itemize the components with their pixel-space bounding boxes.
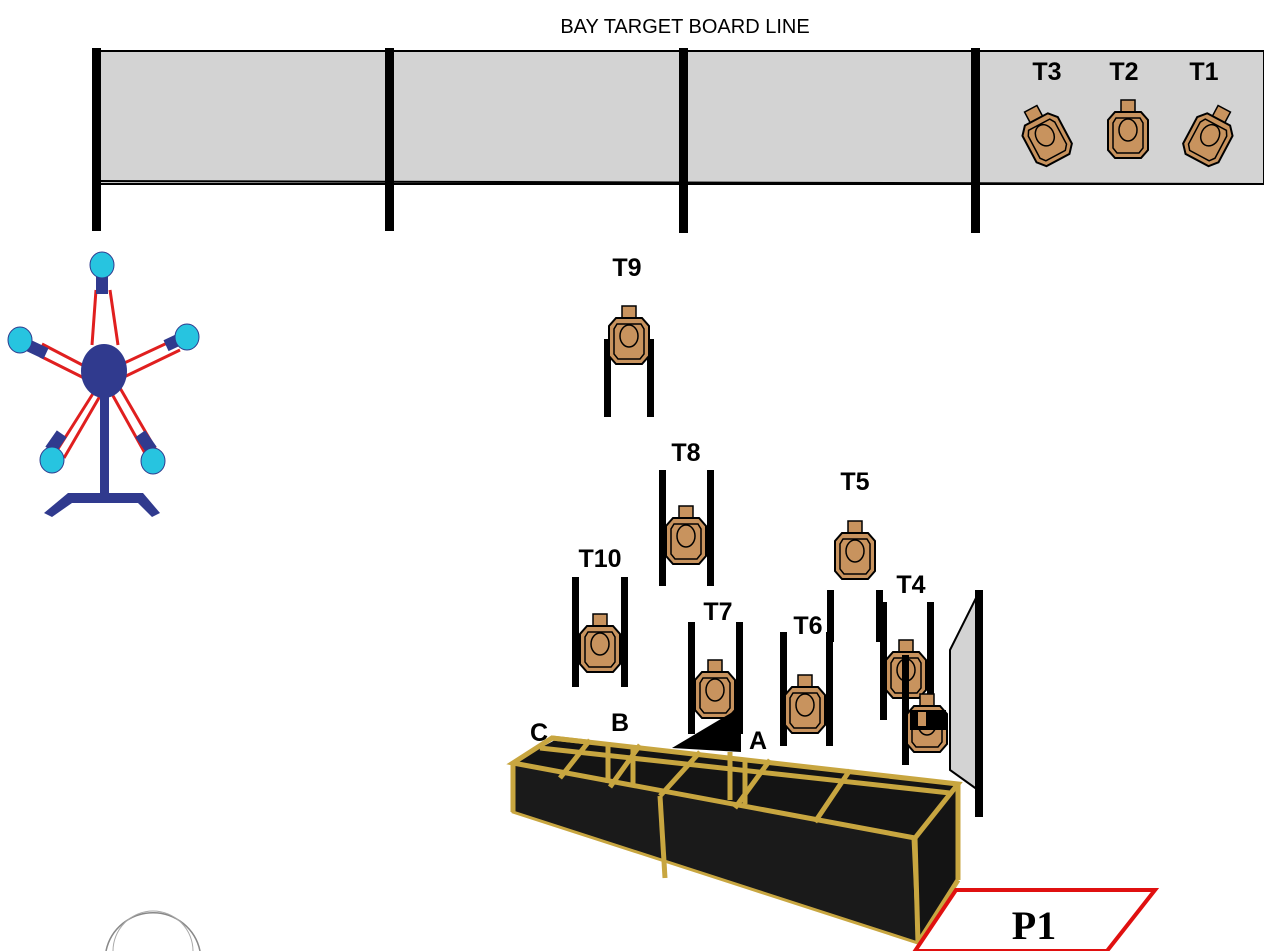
target-label-t5: T5 (840, 468, 869, 496)
port-label-b: B (611, 709, 629, 737)
target-t10 (572, 577, 628, 687)
board-post (385, 48, 394, 231)
target-label-t4: T4 (896, 571, 925, 599)
target-t9 (604, 305, 654, 417)
steel-plate (7, 326, 33, 354)
target-t4 (880, 602, 934, 720)
board-post (971, 48, 980, 233)
bay-board-line-title: BAY TARGET BOARD LINE (560, 16, 809, 38)
shooting-position-p1 (912, 888, 1160, 951)
target-label-t9: T9 (612, 254, 641, 282)
shooting-box (506, 707, 963, 946)
target-t5 (827, 520, 883, 642)
target-label-t8: T8 (671, 439, 700, 467)
target-label-t1: T1 (1189, 58, 1218, 86)
target-label-t6: T6 (793, 612, 822, 640)
target-board-line (92, 48, 1264, 233)
steel-plate (140, 447, 166, 475)
club-seal (105, 910, 201, 951)
port-label-a: A (749, 727, 767, 755)
wall-panel (949, 590, 983, 817)
no-shoot-target (902, 655, 948, 765)
target-t8 (659, 470, 714, 586)
target-label-t10: T10 (578, 545, 621, 573)
steel-plate (174, 323, 200, 351)
position-label-p1: P1 (1012, 903, 1056, 948)
board-post (679, 48, 688, 233)
board-post (92, 48, 101, 231)
steel-plate (89, 251, 115, 279)
target-label-t7: T7 (703, 598, 732, 626)
target-label-t2: T2 (1109, 58, 1138, 86)
target-t7 (688, 622, 743, 734)
target-t6 (780, 632, 833, 746)
port-label-c: C (530, 719, 548, 747)
dueling-tree (7, 251, 200, 517)
target-label-t3: T3 (1032, 58, 1061, 86)
steel-plate (39, 446, 65, 474)
